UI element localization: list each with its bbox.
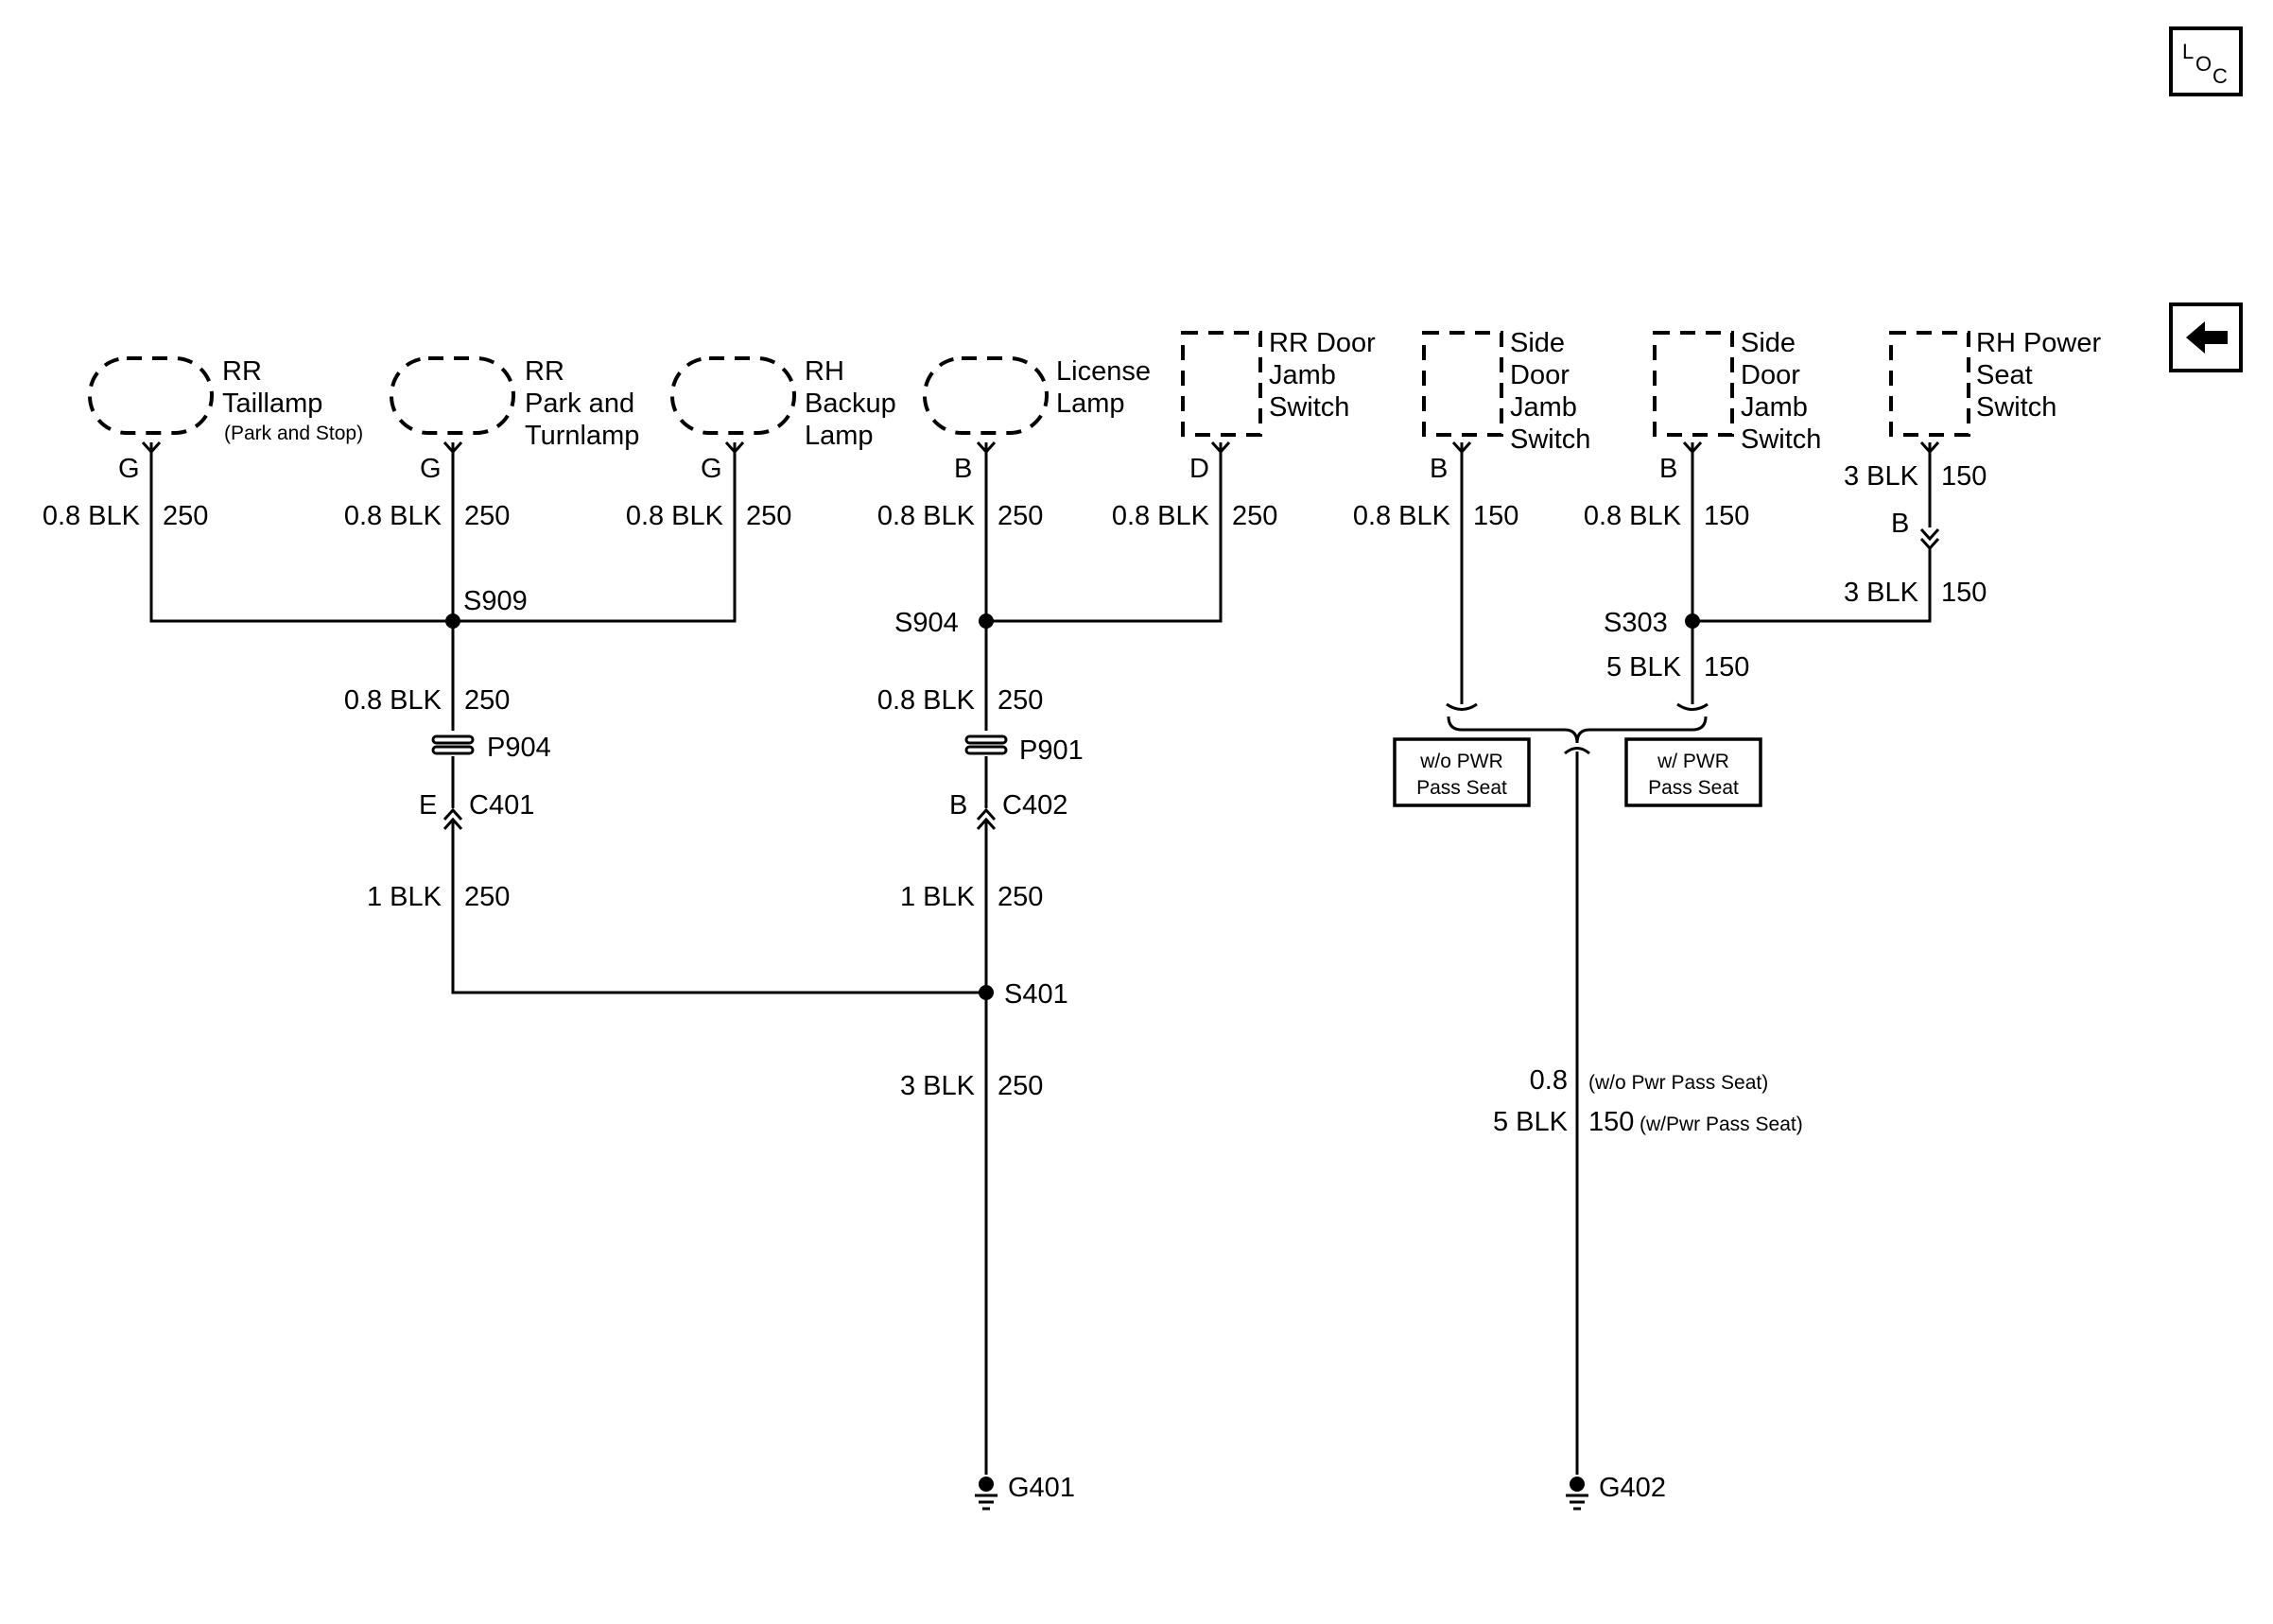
option-brace	[1446, 702, 1709, 755]
p901-grommet-icon	[964, 734, 1008, 755]
c401-down-wire-gauge: 1 BLK	[367, 882, 442, 912]
rr-taillamp-wire-gauge: 0.8 BLK	[43, 501, 141, 531]
rr-taillamp-label: RR Taillamp	[222, 356, 322, 419]
rr-door-jamb-switch-symbol	[1181, 331, 1262, 437]
p901-label: P901	[1019, 735, 1084, 766]
rr-park-turnlamp-symbol	[390, 356, 515, 435]
rr-taillamp-pin: G	[118, 454, 140, 484]
side-door-jamb-switch-1-pin: B	[1430, 454, 1448, 484]
svg-text:Pass Seat: Pass Seat	[1648, 777, 1739, 799]
seat-to-s303-wire-gauge: 3 BLK	[1844, 578, 1919, 608]
c402-label: C402	[1002, 790, 1067, 821]
g402-wire-circuit-b: 150	[1588, 1107, 1634, 1137]
g402-wire-note-b: (w/Pwr Pass Seat)	[1640, 1114, 1803, 1135]
rh-power-seat-switch-wire-gauge: 3 BLK	[1844, 461, 1919, 492]
rr-park-turnlamp-pin: G	[420, 454, 442, 484]
s303-down-wire-circuit: 150	[1704, 652, 1749, 682]
side-door-jamb-switch-1-wire-gauge: 0.8 BLK	[1353, 501, 1451, 531]
g402-wire-gauge-a: 0.8	[1530, 1065, 1568, 1096]
rh-power-seat-switch-symbol	[1889, 331, 1970, 437]
g401-ground-icon	[975, 1477, 998, 1511]
rr-park-turnlamp-label: RR Park and Turnlamp	[525, 356, 642, 451]
rh-backup-lamp-wire-gauge: 0.8 BLK	[626, 501, 724, 531]
rr-door-jamb-switch-pin: D	[1189, 454, 1209, 484]
without-pwr-pass-seat-box: w/o PWR Pass Seat	[1393, 737, 1531, 807]
rr-taillamp-symbol	[88, 356, 214, 435]
s904-down-wire-circuit: 250	[998, 685, 1043, 716]
rr-door-jamb-switch-label: RR Door Jamb Switch	[1269, 328, 1383, 423]
c401-connector-chevron	[442, 807, 463, 831]
c402-down-wire-circuit: 250	[998, 882, 1043, 912]
s401-splice-dot	[979, 985, 994, 1000]
svg-text:Pass Seat: Pass Seat	[1416, 777, 1507, 799]
s909-splice-dot	[445, 613, 460, 629]
side-door-jamb-switch-1-symbol	[1422, 331, 1503, 437]
side-door-jamb-switch-1-label: Side Door Jamb Switch	[1510, 328, 1590, 455]
s904-down-wire-gauge: 0.8 BLK	[877, 685, 976, 716]
svg-text:w/ PWR: w/ PWR	[1657, 751, 1729, 772]
seat-connector-pin: B	[1891, 509, 1909, 539]
c402-down-wire-gauge: 1 BLK	[900, 882, 976, 912]
c401-pin: E	[419, 790, 437, 821]
s909-down-wire-gauge: 0.8 BLK	[344, 685, 442, 716]
seat-to-s303-wire-circuit: 150	[1941, 578, 1987, 608]
rr-taillamp-wire-circuit: 250	[163, 501, 208, 531]
s303-splice-dot	[1685, 613, 1700, 629]
s909-label: S909	[463, 586, 528, 616]
svg-text:w/o PWR: w/o PWR	[1419, 751, 1503, 772]
s401-down-wire-gauge: 3 BLK	[900, 1071, 976, 1101]
license-lamp-pin: B	[954, 454, 972, 484]
rr-door-jamb-switch-wire-circuit: 250	[1232, 501, 1277, 531]
with-pwr-pass-seat-box: w/ PWR Pass Seat	[1624, 737, 1762, 807]
s303-label: S303	[1604, 608, 1668, 638]
loc-letter-c: C	[2212, 64, 2228, 88]
side-door-jamb-switch-2-symbol	[1653, 331, 1734, 437]
side-door-jamb-switch-2-wire-circuit: 150	[1704, 501, 1749, 531]
loc-letter-o: O	[2195, 52, 2212, 76]
license-lamp-wire-circuit: 250	[998, 501, 1043, 531]
rh-backup-lamp-pin: G	[701, 454, 722, 484]
rh-backup-lamp-label: RH Backup Lamp	[805, 356, 904, 451]
c401-down-wire-circuit: 250	[464, 882, 510, 912]
g402-ground-icon	[1566, 1477, 1588, 1511]
loc-icon[interactable]: L O C	[2169, 26, 2243, 96]
rh-power-seat-switch-wire-circuit: 150	[1941, 461, 1987, 492]
s904-splice-dot	[979, 613, 994, 629]
s303-down-wire-gauge: 5 BLK	[1606, 652, 1682, 682]
license-lamp-wire-gauge: 0.8 BLK	[877, 501, 976, 531]
g401-label: G401	[1008, 1473, 1075, 1503]
p904-label: P904	[487, 733, 551, 763]
c402-connector-chevron	[976, 807, 997, 831]
wires	[149, 442, 1932, 1475]
back-arrow-icon[interactable]	[2169, 302, 2243, 372]
rh-backup-lamp-symbol	[670, 356, 796, 435]
g402-label: G402	[1599, 1473, 1666, 1503]
rr-taillamp-note: (Park and Stop)	[224, 423, 363, 444]
side-door-jamb-switch-2-wire-gauge: 0.8 BLK	[1584, 501, 1682, 531]
side-door-jamb-switch-2-label: Side Door Jamb Switch	[1741, 328, 1821, 455]
rr-park-turnlamp-wire-circuit: 250	[464, 501, 510, 531]
g402-wire-note-a: (w/o Pwr Pass Seat)	[1588, 1072, 1768, 1094]
rh-power-seat-switch-label: RH Power Seat Switch	[1976, 328, 2108, 423]
s401-down-wire-circuit: 250	[998, 1071, 1043, 1101]
side-door-jamb-switch-2-pin: B	[1659, 454, 1677, 484]
s401-label: S401	[1004, 979, 1068, 1010]
c402-pin: B	[949, 790, 967, 821]
rh-backup-lamp-wire-circuit: 250	[746, 501, 791, 531]
loc-letter-l: L	[2182, 40, 2194, 63]
c401-label: C401	[469, 790, 534, 821]
s909-down-wire-circuit: 250	[464, 685, 510, 716]
side-door-jamb-switch-1-wire-circuit: 150	[1473, 501, 1518, 531]
rr-door-jamb-switch-wire-gauge: 0.8 BLK	[1112, 501, 1210, 531]
p904-grommet-icon	[431, 734, 475, 755]
pin-connector-marks	[141, 441, 1940, 455]
s904-label: S904	[894, 608, 959, 638]
seat-connector-chevron	[1919, 527, 1940, 551]
rr-park-turnlamp-wire-gauge: 0.8 BLK	[344, 501, 442, 531]
g402-wire-gauge-b: 5 BLK	[1493, 1107, 1569, 1137]
license-lamp-symbol	[923, 356, 1049, 435]
license-lamp-label: License Lamp	[1056, 356, 1158, 419]
